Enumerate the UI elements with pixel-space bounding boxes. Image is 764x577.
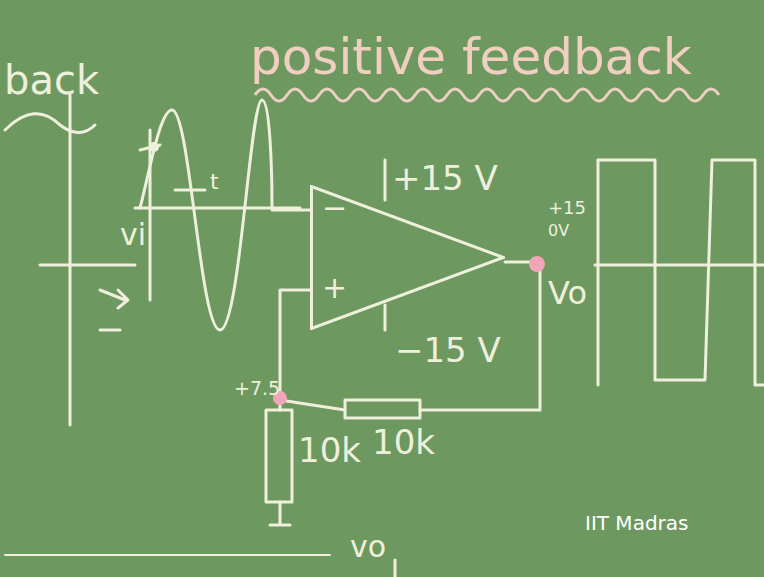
- supply-label: +15 V: [392, 160, 498, 197]
- node-voltage: +7.5: [234, 378, 280, 399]
- resistor-value: 10k: [298, 432, 361, 469]
- arrow-sketch: [100, 290, 128, 308]
- wavy-underline: [255, 89, 719, 101]
- signal-name: vo: [350, 530, 386, 563]
- signal-name: Vo: [548, 276, 587, 311]
- pin-sign: −: [322, 193, 347, 223]
- tick: [100, 329, 120, 332]
- sketch-wave: [5, 114, 95, 133]
- time-axis: [595, 264, 764, 267]
- op-amp: −+: [310, 185, 505, 330]
- title-fragment: back: [4, 58, 99, 102]
- pin-sign: +: [322, 273, 347, 303]
- axis-line: [40, 264, 135, 267]
- axis-line: [69, 95, 72, 425]
- supply-label: −15 V: [395, 332, 501, 369]
- axis-line: [597, 160, 600, 385]
- signal-name: vi: [120, 218, 146, 251]
- tick: [140, 145, 205, 190]
- board-title: positive feedback: [250, 30, 692, 85]
- peak-dot: [149, 142, 159, 152]
- watermark: IIT Madras: [585, 512, 688, 534]
- supply-lead: [384, 160, 387, 330]
- resistor-symbol: [345, 400, 420, 418]
- square-output: [598, 160, 764, 385]
- axis-line: [394, 560, 397, 577]
- resistor-symbol: [266, 410, 292, 502]
- output-node-dot: [529, 256, 545, 272]
- wire: [272, 209, 310, 212]
- time-label: t: [210, 170, 219, 194]
- level-label: +15: [548, 198, 586, 218]
- board-edge: [5, 554, 330, 556]
- level-label: 0V: [548, 222, 569, 240]
- sine-input: [140, 100, 272, 330]
- resistor-value: 10k: [372, 424, 435, 461]
- ground-symbol: [270, 400, 290, 525]
